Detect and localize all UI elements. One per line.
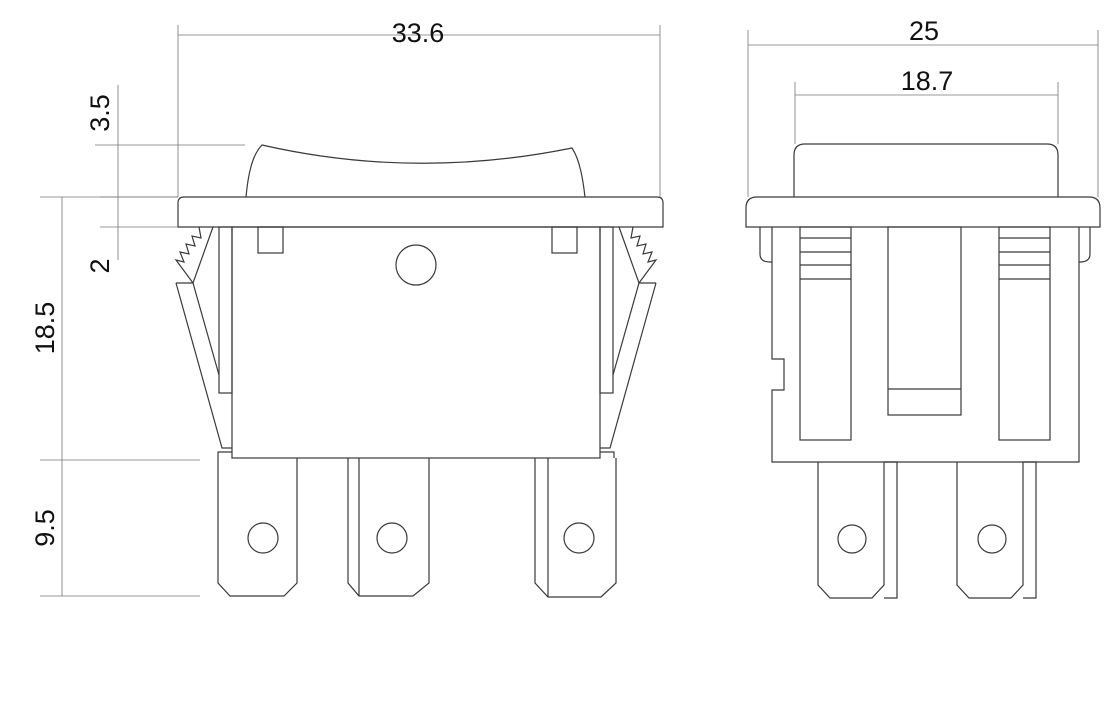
- side-ear-right: [1079, 227, 1091, 263]
- slot-center: [887, 226, 962, 416]
- tab-right: [551, 226, 578, 254]
- dimension-label: 9.5: [30, 509, 60, 547]
- terminal: [217, 458, 298, 597]
- rocker-actuator: [245, 144, 586, 198]
- rocker-side: [793, 143, 1059, 197]
- side-body: [771, 227, 1080, 463]
- snap-clip-right: [599, 226, 658, 458]
- dimension-body-height: 18.5: [30, 196, 200, 597]
- dimension-side-width: 25: [747, 16, 1099, 197]
- dimension-terminal-length: 9.5: [30, 509, 60, 547]
- dimension-rocker-width: 18.7: [794, 66, 1059, 144]
- side-flange: [745, 196, 1101, 228]
- terminal: [956, 461, 1037, 599]
- side-view: [745, 143, 1101, 599]
- indicator-hole: [395, 244, 437, 286]
- dimension-rocker-height: 3.5: [85, 85, 245, 260]
- slot-left: [799, 226, 852, 441]
- dimension-flange-thickness: 2: [85, 258, 115, 273]
- dimension-label: 25: [909, 16, 939, 46]
- front-body: [231, 226, 601, 459]
- front-flange: [177, 196, 664, 228]
- dimension-label: 18.5: [30, 302, 60, 355]
- side-ear-left: [759, 227, 772, 263]
- terminal: [817, 461, 898, 599]
- slot-right: [998, 226, 1051, 441]
- terminal: [347, 458, 430, 597]
- terminal: [534, 458, 617, 598]
- dimension-label: 18.7: [901, 66, 954, 96]
- dimension-label: 33.6: [392, 18, 445, 48]
- dimension-front-width: 33.6: [177, 18, 661, 197]
- front-view: [174, 144, 664, 598]
- tab-left: [257, 226, 284, 254]
- dimension-label: 2: [85, 258, 115, 273]
- dimension-label: 3.5: [85, 94, 115, 132]
- snap-clip-left: [174, 226, 233, 458]
